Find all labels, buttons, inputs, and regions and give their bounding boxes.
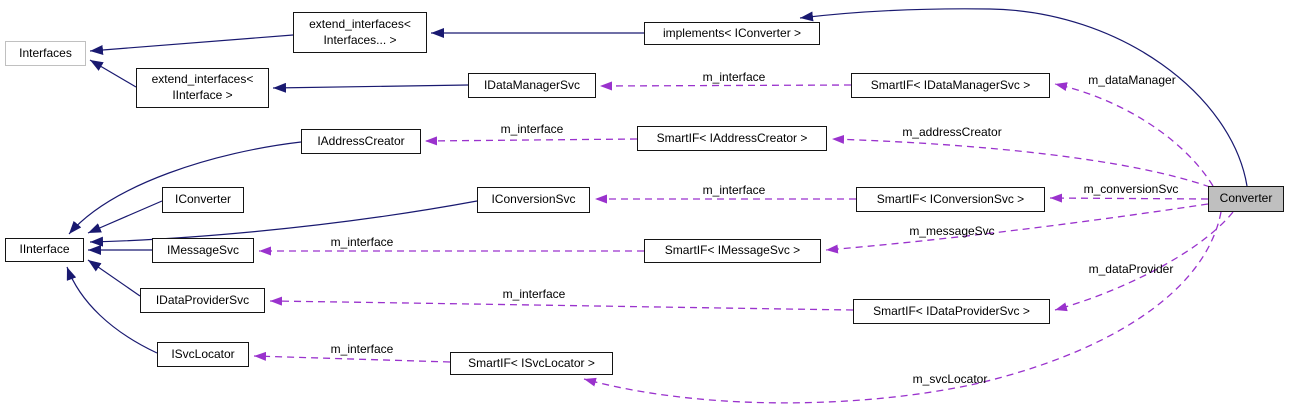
node-implements-iconverter[interactable]: implements< IConverter > [644,22,820,45]
edge-smartifsvclocator-isvclocator [253,351,451,363]
node-iaddresscreator[interactable]: IAddressCreator [301,129,421,154]
node-converter: Converter [1208,186,1284,212]
edge-label-m-interface-conversionsvc: m_interface [702,183,766,197]
node-iconverter[interactable]: IConverter [162,187,244,213]
node-smartif-idataprovidersvc[interactable]: SmartIF< IDataProviderSvc > [853,299,1050,324]
node-idatamanagersvc[interactable]: IDataManagerSvc [468,73,596,98]
edge-extiinterface-interfaces [89,59,137,88]
node-imessagesvc[interactable]: IMessageSvc [152,238,254,263]
node-smartif-imessagesvc[interactable]: SmartIF< IMessageSvc > [644,239,821,263]
edge-idatamanagersvc-extiinterface [272,82,469,93]
node-smartif-iconversionsvc[interactable]: SmartIF< IConversionSvc > [856,187,1045,212]
node-isvclocator[interactable]: ISvcLocator [157,342,249,367]
node-iinterface[interactable]: IInterface [5,238,84,262]
node-smartif-isvclocator[interactable]: SmartIF< ISvcLocator > [450,352,613,375]
edge-smartifdataprovider-idataprovidersvc [269,296,854,311]
edge-label-m-interface-svclocator: m_interface [330,342,394,356]
edge-converter-smartifdataprovider [1054,211,1234,312]
edge-converter-smartifmessagesvc [825,203,1209,254]
edge-label-m-messagesvc: m_messageSvc [909,224,995,238]
edge-iconverter-iinterface [87,200,163,234]
edge-extvariadic-interfaces [89,34,294,55]
edge-converter-smartifsvclocator [583,211,1222,404]
edge-label-m-interface-dataprovider: m_interface [502,287,566,301]
edge-isvclocator-iinterface [66,266,158,354]
node-interfaces: Interfaces [5,41,86,66]
edge-converter-smartifdatamanager [1054,82,1214,187]
edge-converter-implements [799,8,1248,187]
node-extend-interfaces-variadic[interactable]: extend_interfaces< Interfaces... > [293,12,427,53]
node-smartif-iaddresscreator[interactable]: SmartIF< IAddressCreator > [637,126,827,151]
edge-iaddresscreator-iinterface [68,141,302,235]
edge-smartifaddresscreator-iaddresscreator [424,136,638,146]
edge-label-m-svclocator: m_svcLocator [912,372,988,386]
edge-converter-smartifconversionsvc [1049,193,1209,203]
edge-iconversionsvc-iinterface [89,200,478,247]
node-iconversionsvc[interactable]: IConversionSvc [477,187,590,213]
edge-smartifdatamanager-idatamanagersvc [599,81,852,91]
edge-label-m-addresscreator: m_addressCreator [902,125,1002,139]
node-smartif-idatamanagersvc[interactable]: SmartIF< IDataManagerSvc > [851,73,1050,98]
edge-label-m-dataprovider: m_dataProvider [1088,262,1174,276]
edge-label-m-interface-addresscreator: m_interface [500,122,564,136]
edge-converter-smartifaddresscreator [831,134,1211,188]
edge-idataprovidersvc-iinterface [87,259,141,297]
edge-label-m-datamanager: m_dataManager [1088,73,1176,87]
node-extend-interfaces-iinterface[interactable]: extend_interfaces< IInterface > [136,68,269,108]
edge-label-m-conversionsvc: m_conversionSvc [1083,182,1179,196]
node-idataprovidersvc[interactable]: IDataProviderSvc [140,288,265,313]
edge-label-m-interface-datamanager: m_interface [702,70,766,84]
edge-label-m-interface-messagesvc: m_interface [330,235,394,249]
